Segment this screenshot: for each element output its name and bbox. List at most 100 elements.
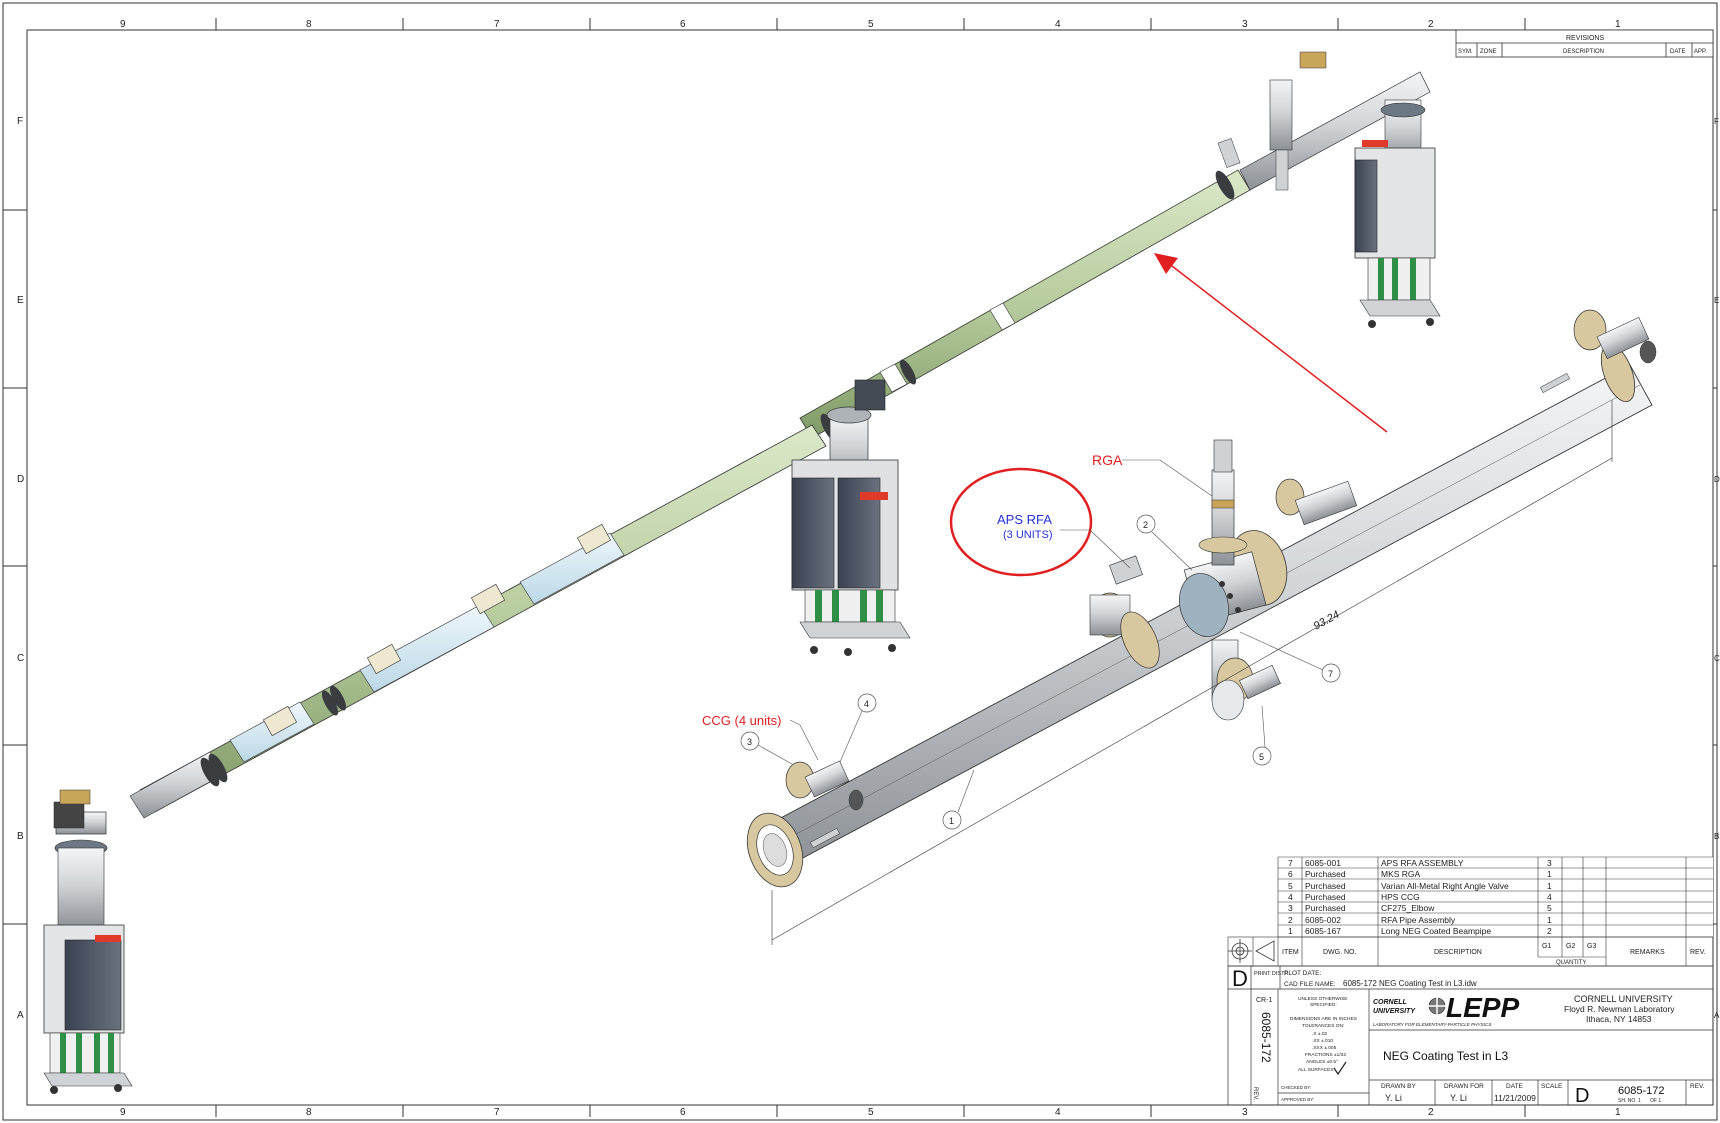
- revisions-block: REVISIONS SYM. ZONE DESCRIPTION DATE APP…: [1455, 29, 1714, 58]
- upper-right-pump-station: [1217, 51, 1441, 328]
- rfa-box: [366, 643, 402, 675]
- svg-text:1: 1: [949, 816, 954, 826]
- bom-header-item: ITEM: [1282, 949, 1299, 956]
- bom-row-6-qty: 1: [1547, 869, 1552, 879]
- org-line-3: Ithaca, NY 14853: [1586, 1014, 1652, 1024]
- balloon-1: 1: [942, 769, 975, 830]
- bom-row-1-dwg: 6085-167: [1305, 926, 1341, 936]
- right-angle-valve: [1211, 639, 1281, 721]
- revisions-title: REVISIONS: [1566, 35, 1604, 42]
- title-block: D PRINT DISTR. PLOT DATE: CAD FILE NAME:…: [1227, 965, 1714, 1107]
- bom-row-2-qty: 1: [1547, 915, 1552, 925]
- rev-col-description: DESCRIPTION: [1563, 49, 1604, 55]
- bom-row-7-desc: APS RFA ASSEMBLY: [1381, 858, 1464, 868]
- sheet-of: OF 1: [1650, 1098, 1661, 1104]
- rev-col-app: APP.: [1694, 49, 1707, 55]
- zone-col-bottom-8: 8: [306, 1107, 312, 1118]
- rfa-boxes: [262, 523, 612, 737]
- org-line-1: CORNELL UNIVERSITY: [1574, 994, 1673, 1004]
- checked-by-label: CHECKED BY:: [1281, 1085, 1311, 1090]
- bom-row-3-dwg: Purchased: [1305, 903, 1346, 913]
- svg-text:5: 5: [1259, 752, 1264, 762]
- ccg-label: CCG (4 units): [702, 713, 781, 728]
- zone-col-top-1: 1: [1615, 19, 1621, 30]
- aps-rfa-highlight-circle: [949, 467, 1093, 577]
- side-drawing-number: 6085-172: [1259, 1012, 1273, 1063]
- ccg-lower-port: [1089, 592, 1160, 669]
- svg-text:LEPP: LEPP: [1446, 992, 1519, 1023]
- svg-text:.XX ±.010: .XX ±.010: [1312, 1038, 1333, 1044]
- bom-row-5-qty: 1: [1547, 881, 1552, 891]
- zone-col-top-9: 9: [120, 19, 126, 30]
- zone-row-left-D: D: [17, 474, 24, 485]
- zone-col-bottom-6: 6: [680, 1107, 686, 1118]
- cr-label: CR-1: [1256, 997, 1272, 1004]
- rga-label: RGA: [1092, 452, 1123, 468]
- svg-text:UNLESS OTHERWISE: UNLESS OTHERWISE: [1298, 996, 1348, 1002]
- bill-of-materials: 7 6085-001 APS RFA ASSEMBLY 3 6 Purchase…: [1227, 856, 1714, 967]
- svg-text:FRACTIONS ±1/32: FRACTIONS ±1/32: [1305, 1052, 1346, 1058]
- rev-col-date: DATE: [1670, 49, 1686, 55]
- bom-row-2-dwg: 6085-002: [1305, 915, 1341, 925]
- svg-text:ANGLES ±0.5°: ANGLES ±0.5°: [1306, 1059, 1338, 1065]
- bom-row-2-desc: RFA Pipe Assembly: [1381, 915, 1456, 925]
- rev-col-sym: SYM.: [1458, 49, 1473, 55]
- balloon-3: 3: [740, 731, 793, 765]
- svg-text:LABORATORY FOR ELEMENTARY-PART: LABORATORY FOR ELEMENTARY-PARTICLE PHYSI…: [1373, 1022, 1492, 1027]
- bom-header-g1: G1: [1542, 943, 1551, 950]
- drawn-by-value: Y. Li: [1385, 1093, 1402, 1103]
- bom-header-dwg: DWG. NO.: [1323, 949, 1356, 956]
- bom-row-6-item: 6: [1288, 869, 1293, 879]
- rfa-box: [470, 583, 506, 615]
- bom-row-4-dwg: Purchased: [1305, 892, 1346, 902]
- zone-row-right-E: E: [1714, 296, 1719, 305]
- svg-text:TOLERANCES ON:: TOLERANCES ON:: [1302, 1023, 1344, 1029]
- svg-text:SPECIFIED:: SPECIFIED:: [1310, 1002, 1337, 1008]
- zone-col-bottom-2: 2: [1428, 1107, 1434, 1118]
- bom-row-5-dwg: Purchased: [1305, 881, 1346, 891]
- tolerance-notes: UNLESS OTHERWISE SPECIFIED: DIMENSIONS A…: [1290, 996, 1357, 1073]
- zone-col-top-2: 2: [1428, 19, 1434, 30]
- rfa-pipe-assembly-detail: 93.24: [746, 309, 1657, 945]
- zone-row-right-D: D: [1714, 475, 1720, 484]
- rfa-box: [576, 523, 612, 555]
- ccg-elbow-left: [785, 760, 864, 811]
- zone-col-top-3: 3: [1242, 19, 1248, 30]
- zone-col-bottom-4: 4: [1055, 1107, 1061, 1118]
- bom-row-7-qty: 3: [1547, 858, 1552, 868]
- bom-row-5-desc: Varian All-Metal Right Angle Valve: [1381, 881, 1509, 891]
- drawn-for-label: DRAWN FOR: [1444, 1083, 1484, 1090]
- svg-text:4: 4: [864, 699, 869, 709]
- zone-row-right-C: C: [1714, 654, 1720, 663]
- ccg-upper-port: [1275, 478, 1358, 526]
- svg-text:DIMENSIONS ARE IN INCHES: DIMENSIONS ARE IN INCHES: [1290, 1016, 1357, 1022]
- zone-row-left-B: B: [17, 831, 24, 842]
- bom-row-4-desc: HPS CCG: [1381, 892, 1420, 902]
- zone-row-right-B: B: [1714, 832, 1719, 841]
- sheet-number: SH. NO. 1: [1618, 1098, 1641, 1104]
- org-line-2: Floyd R. Newman Laboratory: [1564, 1004, 1675, 1014]
- svg-text:.XXX ±.005: .XXX ±.005: [1312, 1045, 1337, 1051]
- zone-col-top-5: 5: [868, 19, 874, 30]
- aps-rfa-units-label: (3 UNITS): [1003, 529, 1053, 541]
- bom-header-quantity: QUANTITY: [1556, 960, 1586, 966]
- bom-header-rev: REV.: [1690, 949, 1706, 956]
- center-pump-station: [791, 379, 911, 656]
- drawn-by-label: DRAWN BY: [1381, 1083, 1416, 1090]
- zone-col-bottom-1: 1: [1615, 1107, 1621, 1118]
- lower-left-pump-station: [43, 789, 133, 1094]
- zone-col-bottom-5: 5: [868, 1107, 874, 1118]
- svg-text:7: 7: [1328, 669, 1333, 679]
- cad-file-label: CAD FILE NAME:: [1284, 981, 1336, 988]
- zone-row-left-C: C: [17, 653, 24, 664]
- balloon-2: 2: [1136, 514, 1193, 571]
- print-distr-label: PRINT DISTR.: [1254, 971, 1290, 977]
- svg-text:3: 3: [747, 737, 752, 747]
- zone-col-top-7: 7: [494, 19, 500, 30]
- bom-row-4-qty: 4: [1547, 892, 1552, 902]
- ccg-elbow-right: [1573, 309, 1657, 364]
- bom-row-5-item: 5: [1288, 881, 1293, 891]
- zone-col-bottom-3: 3: [1242, 1107, 1248, 1118]
